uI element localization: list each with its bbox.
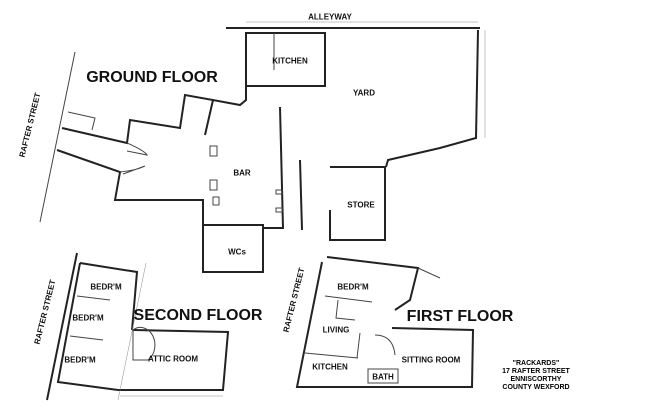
address-block: "RACKARDS" 17 RAFTER STREET ENNISCORTHY … (502, 360, 570, 392)
kitchen-walls (245, 32, 326, 87)
partition (304, 352, 359, 359)
party-wall-line (117, 262, 147, 401)
first-floor-plan (295, 256, 475, 388)
street-facade (46, 252, 78, 401)
room-label-bedroom: BEDR'M (337, 282, 369, 292)
alley-label: ALLEYWAY (308, 12, 352, 22)
room-label-wcs: WCs (228, 247, 246, 257)
room-label-bedroom: BEDR'M (64, 355, 96, 365)
partition (324, 295, 373, 303)
wc-walls (202, 224, 264, 273)
room-label-yard: YARD (353, 88, 375, 98)
bedroom-walls (326, 256, 420, 311)
store-walls (329, 166, 386, 241)
room-label-bath: BATH (372, 372, 394, 382)
stairs (67, 111, 96, 131)
room-label-attic: ATTIC ROOM (147, 354, 199, 364)
bar-east-wall (262, 106, 285, 229)
partition (356, 332, 361, 359)
room-label-kitchen: KITCHEN (312, 362, 348, 372)
bar-fixture (209, 145, 218, 157)
bar-fixture (209, 179, 218, 191)
second-floor-title: SECOND FLOOR (133, 307, 263, 324)
address-line: COUNTY WEXFORD (502, 384, 570, 391)
bar-fixture (275, 189, 283, 195)
bedroom-west-wall (56, 262, 119, 391)
room-label-bedroom: BEDR'M (90, 282, 122, 292)
property-name: "RACKARDS" (512, 360, 560, 367)
room-label-store: STORE (347, 200, 375, 210)
spiral-stair (132, 326, 156, 361)
bar-north-wall (61, 86, 247, 145)
second-floor-plan (46, 252, 230, 401)
room-label-living: LIVING (322, 325, 350, 335)
bar-south-wall (56, 149, 204, 245)
partition (76, 295, 111, 301)
room-label-kitchen: KITCHEN (272, 56, 308, 66)
sitting-room-walls (367, 327, 475, 388)
bar-fixture (275, 207, 283, 213)
room-label-bedroom: BEDR'M (72, 313, 104, 323)
room-label-bar: BAR (233, 168, 251, 178)
bedroom-block-walls (79, 262, 139, 331)
room-label-sitting: SITTING ROOM (401, 355, 461, 365)
address-line: ENNISCORTHY (510, 376, 562, 383)
stairs (335, 299, 356, 321)
bar-east-outer-wall (299, 159, 303, 231)
yard-wall (385, 29, 479, 168)
first-floor-title: FIRST FLOOR (406, 308, 514, 325)
bath-walls (367, 368, 399, 384)
first-floor-facade (295, 261, 370, 388)
stair-curve (374, 334, 396, 356)
street-line (39, 51, 76, 223)
address-line: 17 RAFTER STREET (502, 368, 570, 375)
boundary-line (417, 267, 441, 279)
ground-floor-plan (39, 21, 486, 273)
partition (69, 335, 104, 341)
entrance-curved-walls (119, 142, 148, 175)
ground-floor-title: GROUND FLOOR (86, 69, 218, 86)
attic-room-walls (118, 329, 230, 391)
bar-fixture (212, 196, 220, 206)
